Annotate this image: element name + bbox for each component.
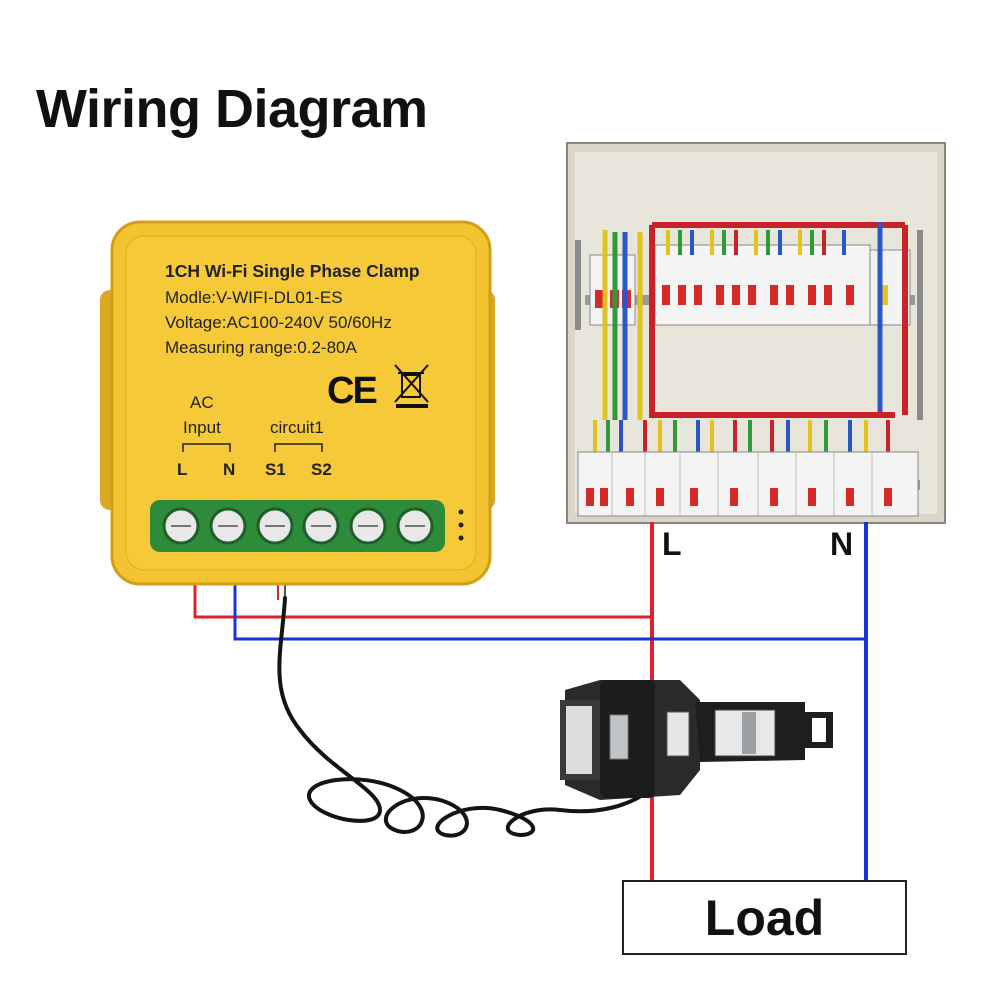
terminal-screw (349, 507, 387, 545)
neutral-wire-label: N (830, 526, 854, 562)
bottom-breaker-row (577, 451, 919, 517)
load-box: Load (622, 880, 907, 955)
module-measuring-range: Measuring range:0.2-80A (165, 338, 357, 357)
circuit-label: circuit1 (270, 418, 324, 437)
distribution-panel-photo (566, 142, 946, 524)
terminal-screw (209, 507, 247, 545)
input-label: Input (183, 418, 221, 437)
indicator-dot (458, 535, 464, 541)
terminal-label-s2: S2 (311, 460, 332, 479)
terminal-label-n: N (223, 460, 236, 479)
terminal-label-l: L (177, 460, 188, 479)
terminal-screw (162, 507, 200, 545)
indicator-dot (458, 509, 464, 515)
terminal-block (150, 500, 445, 552)
load-label: Load (704, 889, 825, 946)
wifi-clamp-module (100, 220, 495, 586)
clamp-sensor-cable (277, 596, 652, 838)
module-model: Modle:V-WIFI-DL01-ES (165, 288, 343, 307)
terminal-label-s1: S1 (265, 460, 286, 479)
bottom-drop-wires (593, 420, 890, 455)
module-voltage: Voltage:AC100-240V 50/60Hz (165, 313, 392, 332)
indicator-dot (458, 522, 464, 528)
weee-bin-icon (394, 364, 429, 408)
current-clamp-sensor (560, 680, 833, 800)
neutral-wire (233, 522, 868, 880)
ce-mark: CE (327, 370, 378, 412)
terminal-screw (256, 507, 294, 545)
terminal-screw (396, 507, 434, 545)
terminal-screw (302, 507, 340, 545)
diagram-title: Wiring Diagram (36, 79, 428, 139)
live-wire-label: L (662, 526, 682, 562)
top-drop-wires (666, 230, 846, 255)
module-name: 1CH Wi-Fi Single Phase Clamp (165, 261, 420, 281)
ac-label: AC (190, 393, 214, 412)
